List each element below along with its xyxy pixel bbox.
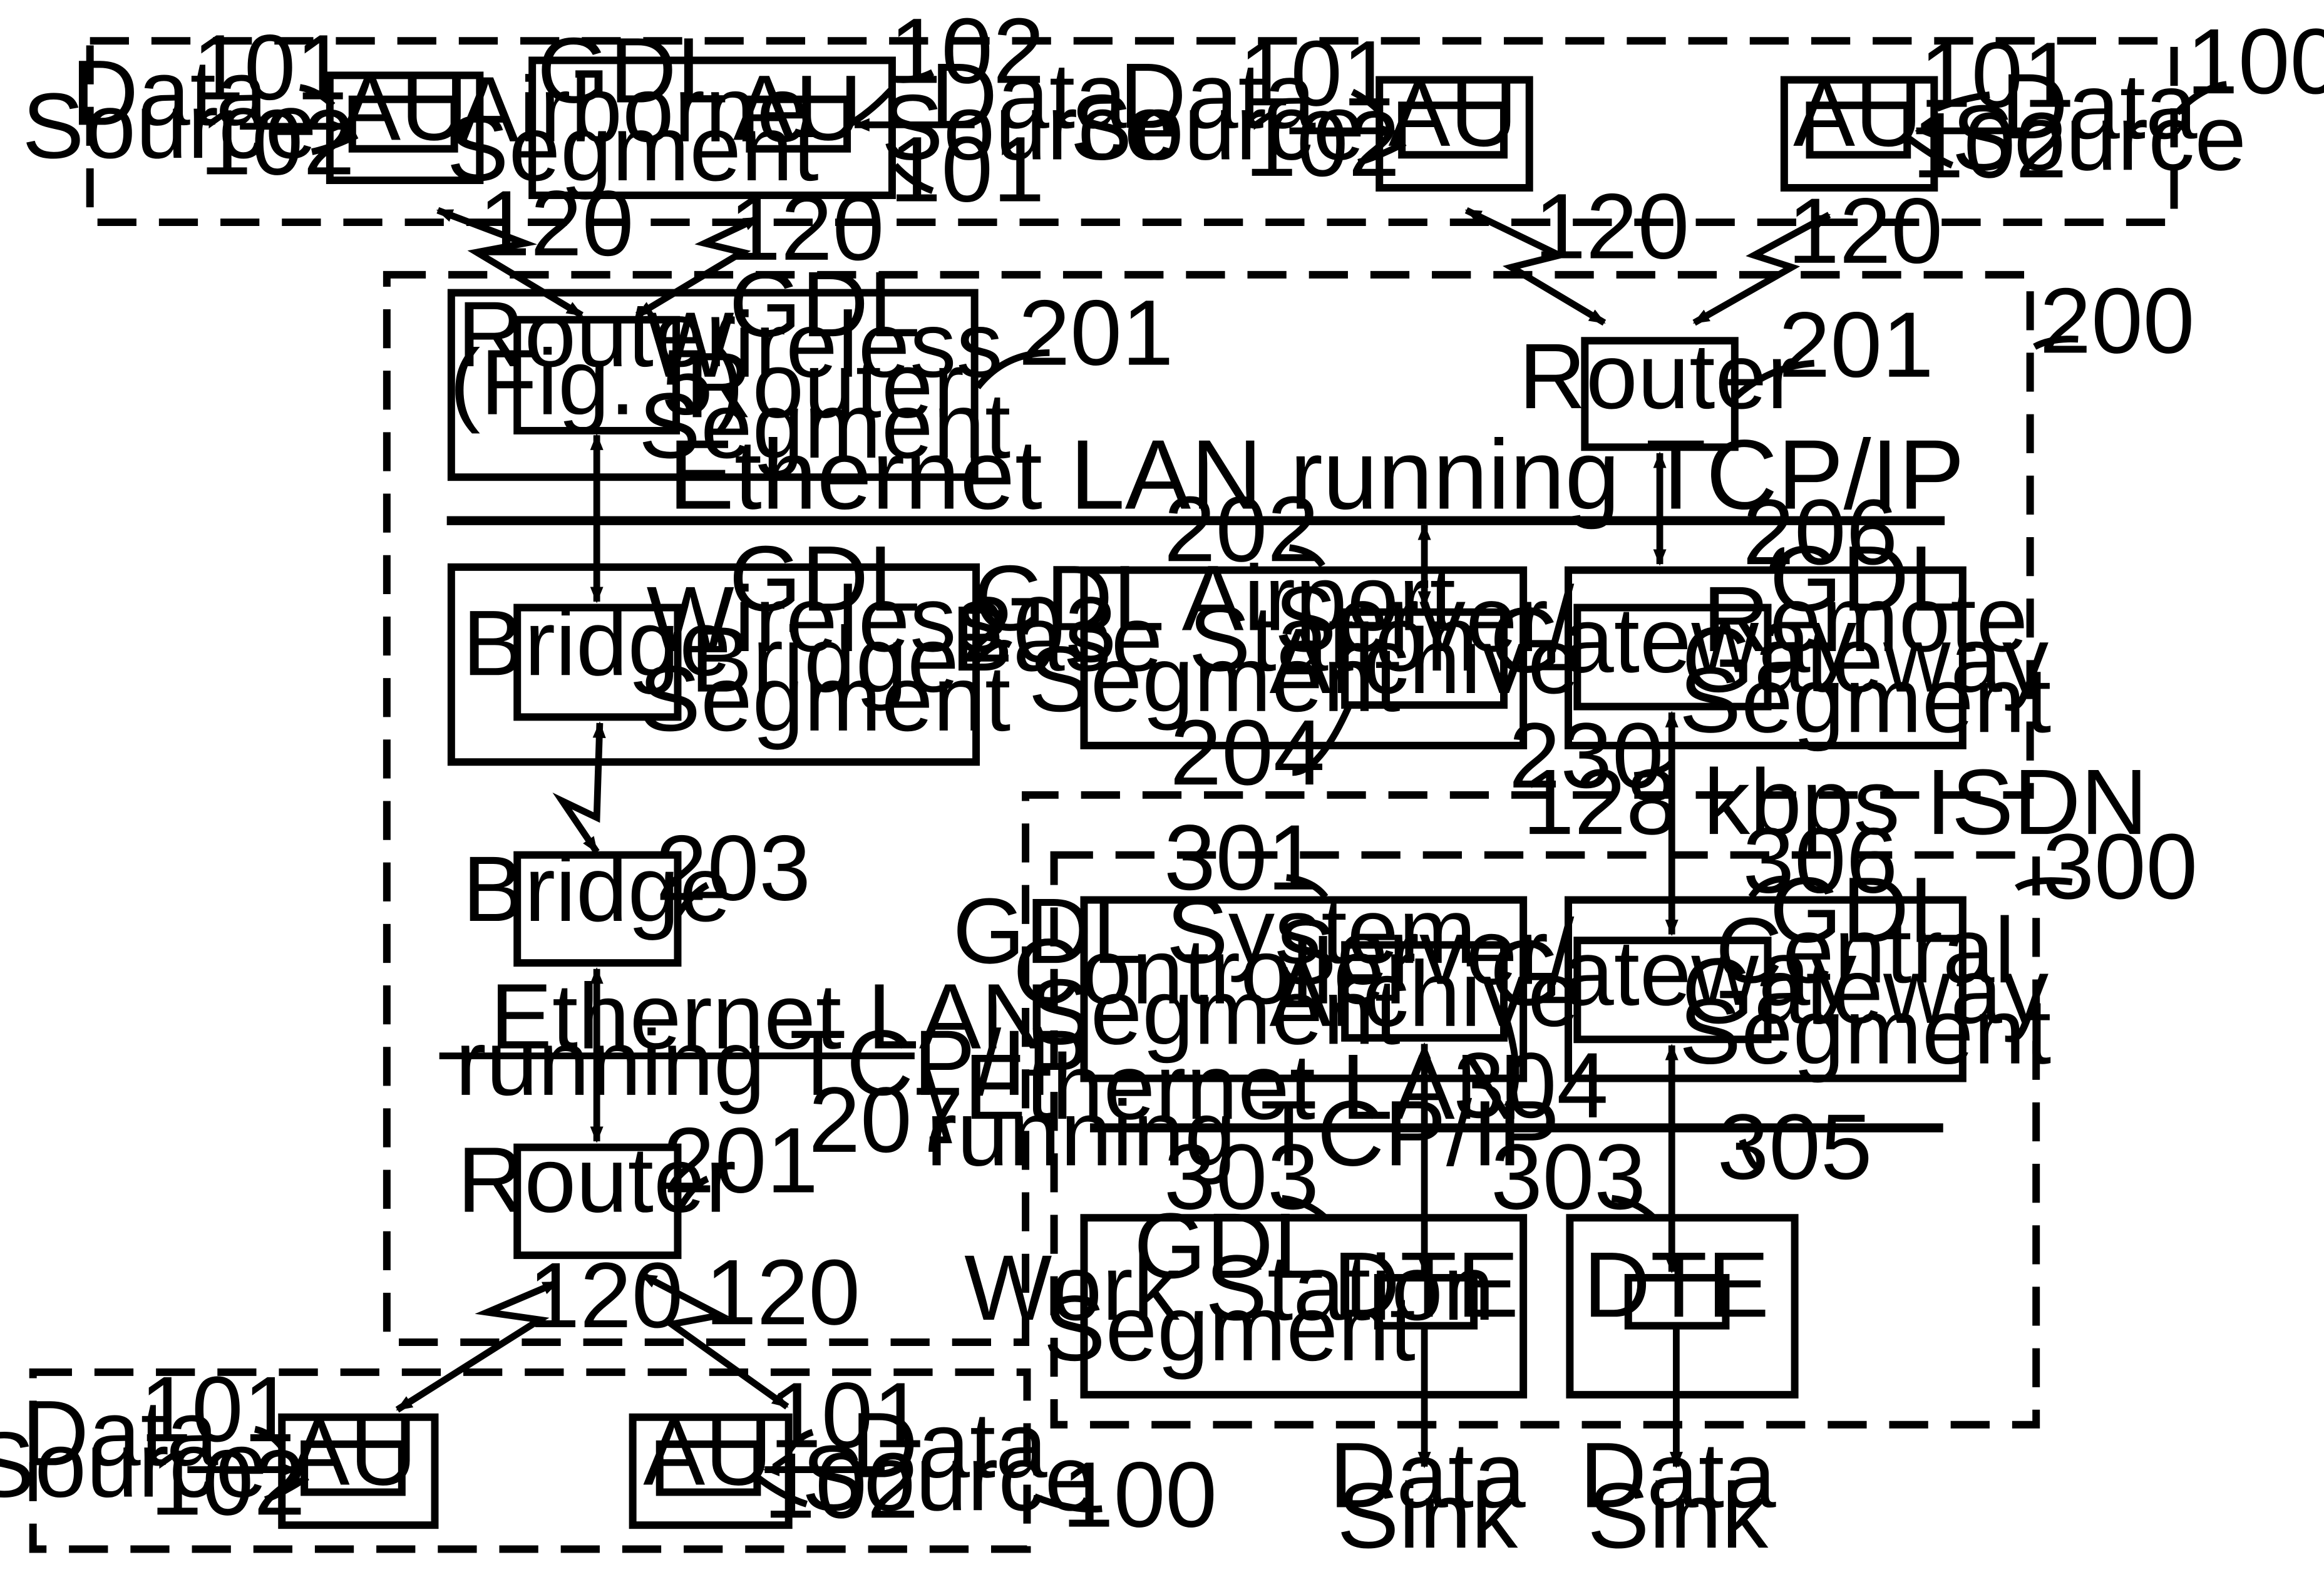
au-label: AU: [643, 1402, 772, 1505]
data-sink-label: Sink: [1587, 1464, 1769, 1568]
ref-102: 102: [200, 91, 355, 194]
data-source-label: Source: [802, 1427, 1096, 1530]
ref-203: 203: [656, 817, 811, 920]
ref-120: 120: [1535, 175, 1690, 279]
ref-101: 101: [890, 118, 1045, 222]
segment-label: Segment: [1679, 649, 2051, 752]
dte-label: DTE: [1583, 1233, 1769, 1337]
ref-120: 120: [705, 1241, 860, 1344]
ref-303: 303: [1491, 1126, 1646, 1229]
ref-201: 201: [663, 1109, 818, 1213]
ref-204: 204: [1170, 701, 1325, 804]
router-label: Router: [1519, 325, 1798, 428]
au-label: AU: [1388, 63, 1517, 166]
ref-304: 304: [1453, 1034, 1608, 1138]
data-sink-label: Sink: [1337, 1464, 1518, 1568]
segment-label: Segment: [1679, 980, 2051, 1084]
ref-300: 300: [2042, 815, 2198, 918]
ref-120: 120: [479, 172, 634, 275]
ref-102: 102: [150, 1431, 306, 1534]
ref-102: 102: [1245, 93, 1400, 196]
ref-201: 201: [1019, 282, 1174, 385]
ref-120: 120: [528, 1244, 684, 1347]
dte-label: DTE: [1333, 1233, 1519, 1337]
au-label: AU: [288, 1402, 417, 1505]
ref-100: 100: [1062, 1444, 1217, 1547]
ref-200: 200: [2040, 269, 2195, 372]
au-label: AU: [733, 56, 862, 160]
ref-100: 100: [2186, 10, 2324, 113]
ref-120: 120: [1787, 180, 1943, 283]
wireless-link-bridge: [562, 723, 600, 852]
au-label: AU: [1793, 63, 1922, 166]
ref-305: 305: [1717, 1096, 1873, 1199]
ref-201: 201: [1779, 294, 1934, 397]
